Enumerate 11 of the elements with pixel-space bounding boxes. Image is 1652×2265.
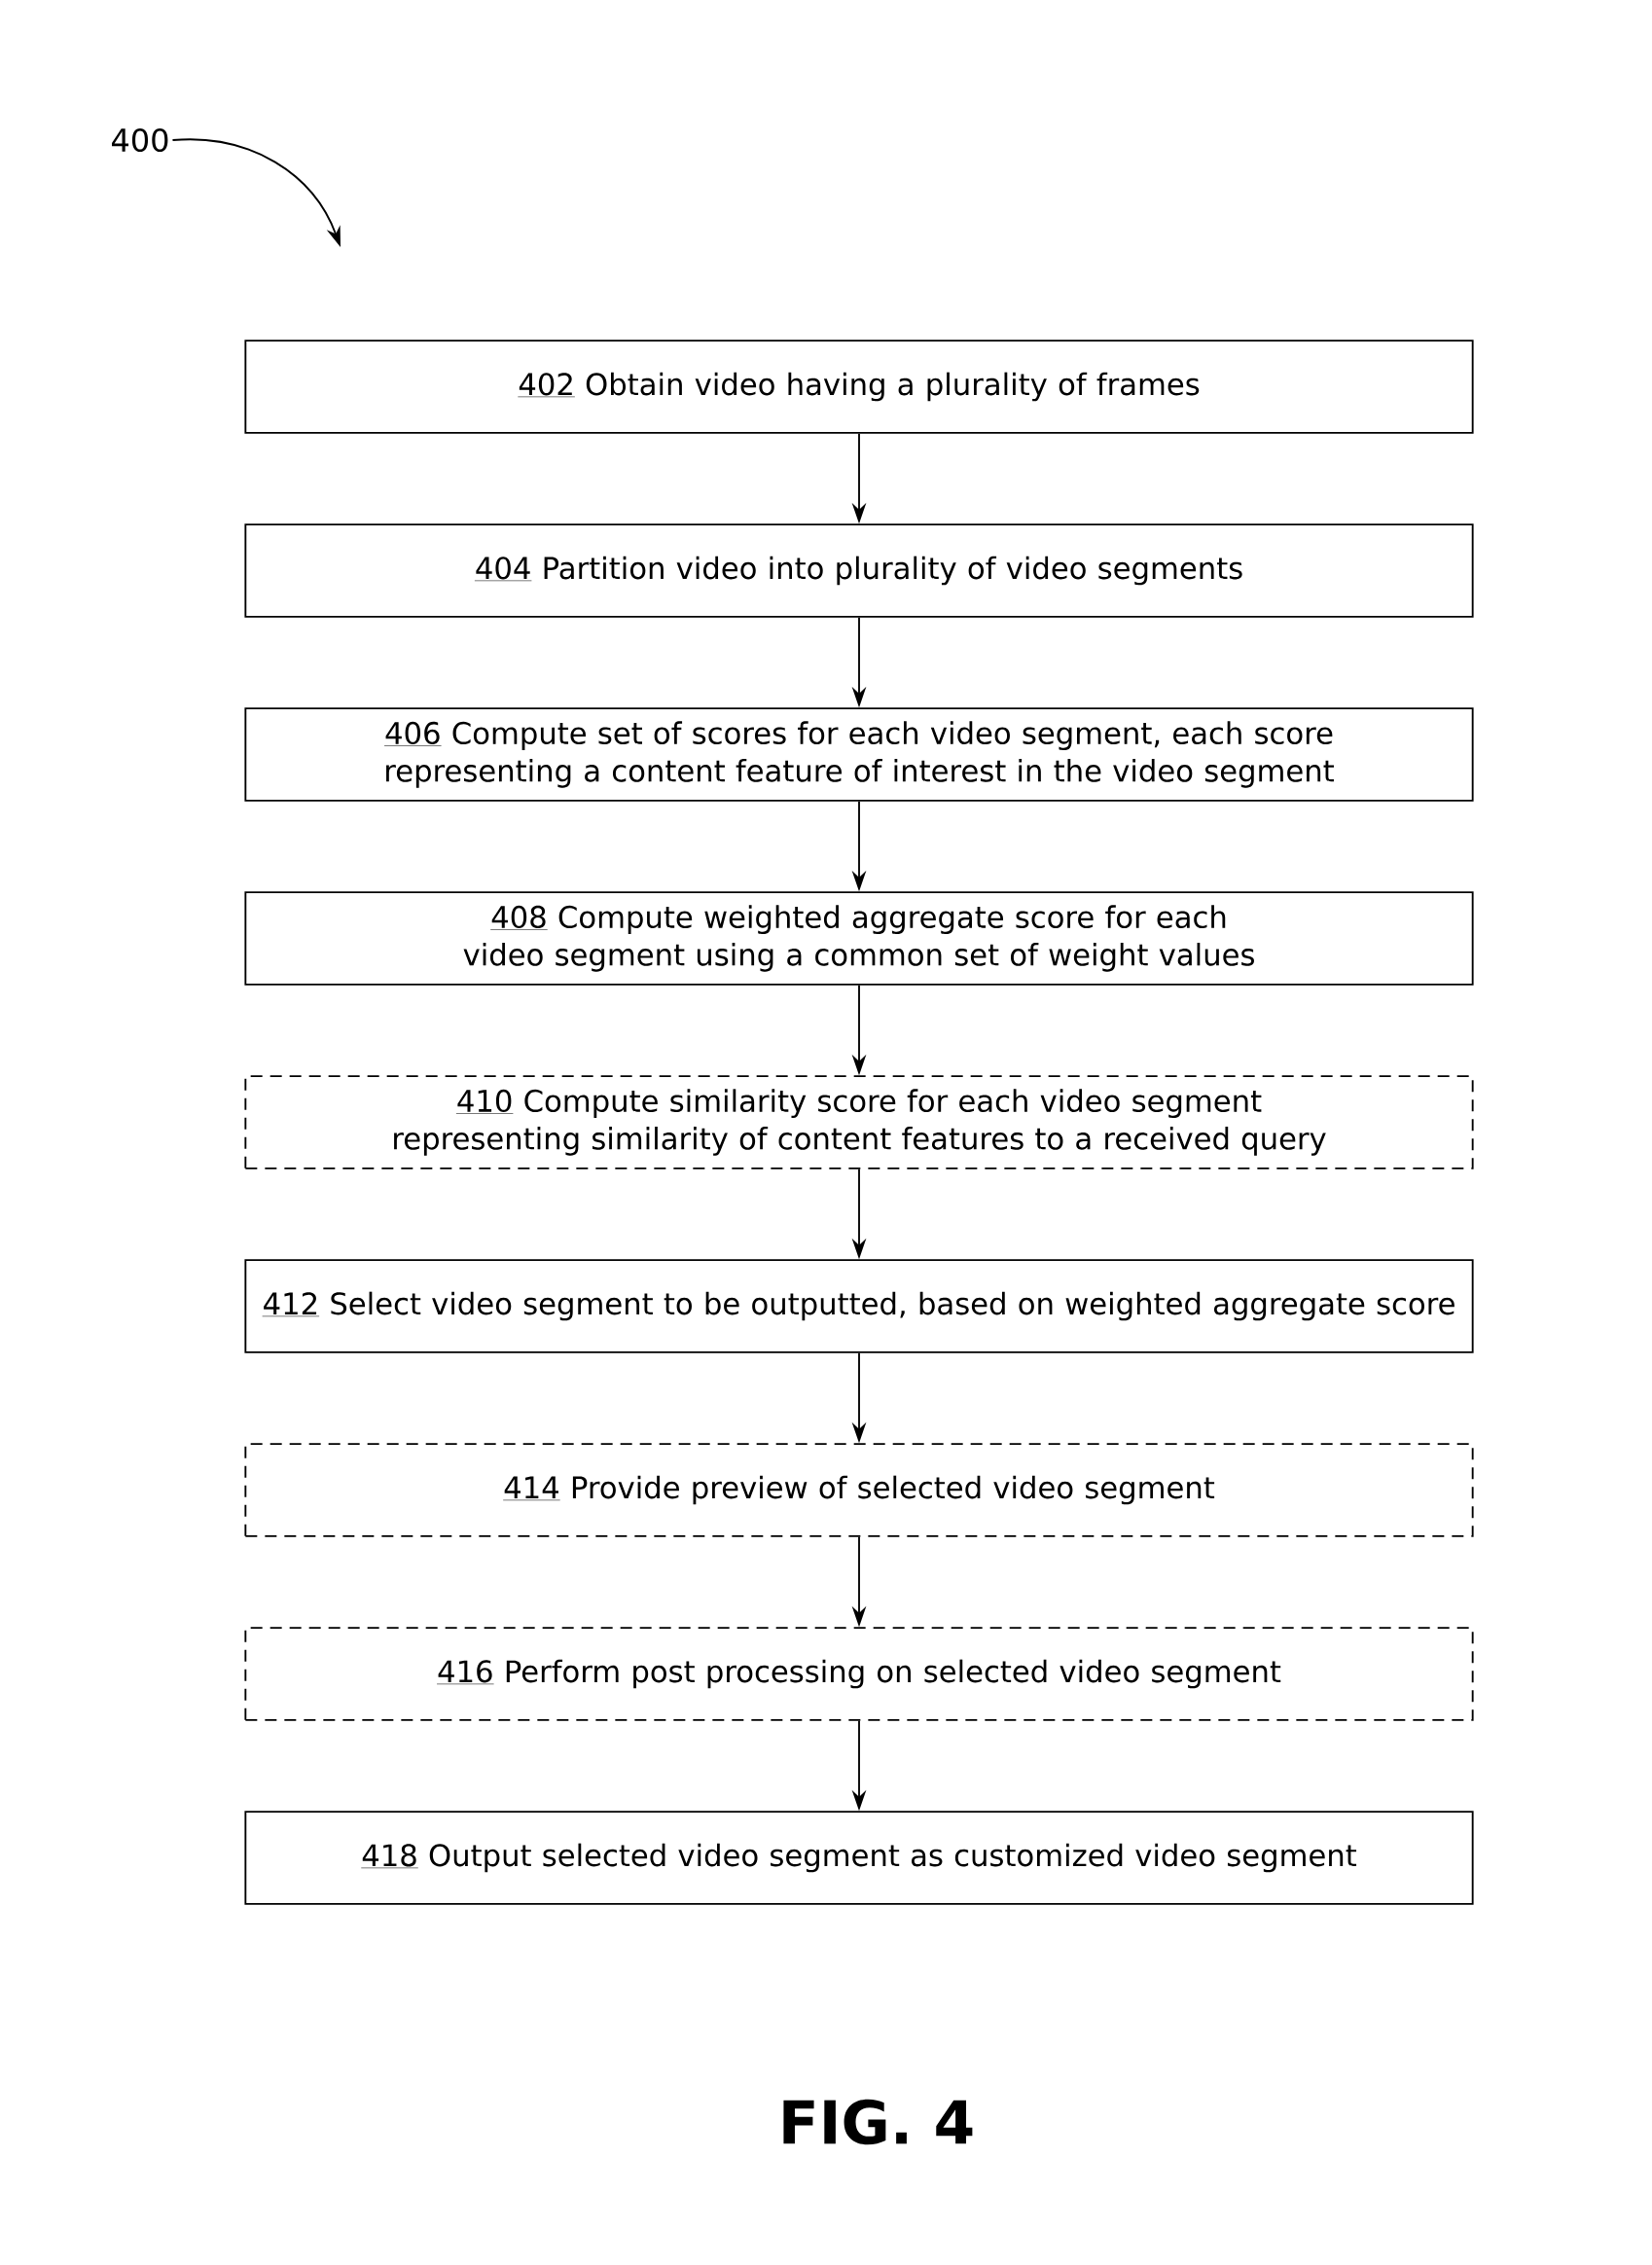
process-box: 416 Perform post processing on selected video segment — [244, 1627, 1474, 1721]
process-box: 404 Partition video into plurality of video segments — [244, 523, 1474, 618]
process-box: 418 Output selected video segment as customized video segment — [244, 1811, 1474, 1905]
process-box: 412 Select video segment to be outputted, based on weighted aggregate score — [244, 1259, 1474, 1353]
reference-numeral: 400 — [112, 127, 168, 153]
figure-caption: FIG. 4 — [783, 2099, 973, 2145]
process-box: 406 Compute set of scores for each video segment, each score representing a content feature of interest in the video segment — [244, 707, 1474, 802]
process-box: 410 Compute similarity score for each video segment representing similarity of content features to a received query — [244, 1075, 1474, 1169]
process-box: 408 Compute weighted aggregate score for each video segment using a common set of weight values — [244, 891, 1474, 986]
process-box: 402 Obtain video having a plurality of frames — [244, 340, 1474, 434]
process-box: 414 Provide preview of selected video segment — [244, 1443, 1474, 1537]
